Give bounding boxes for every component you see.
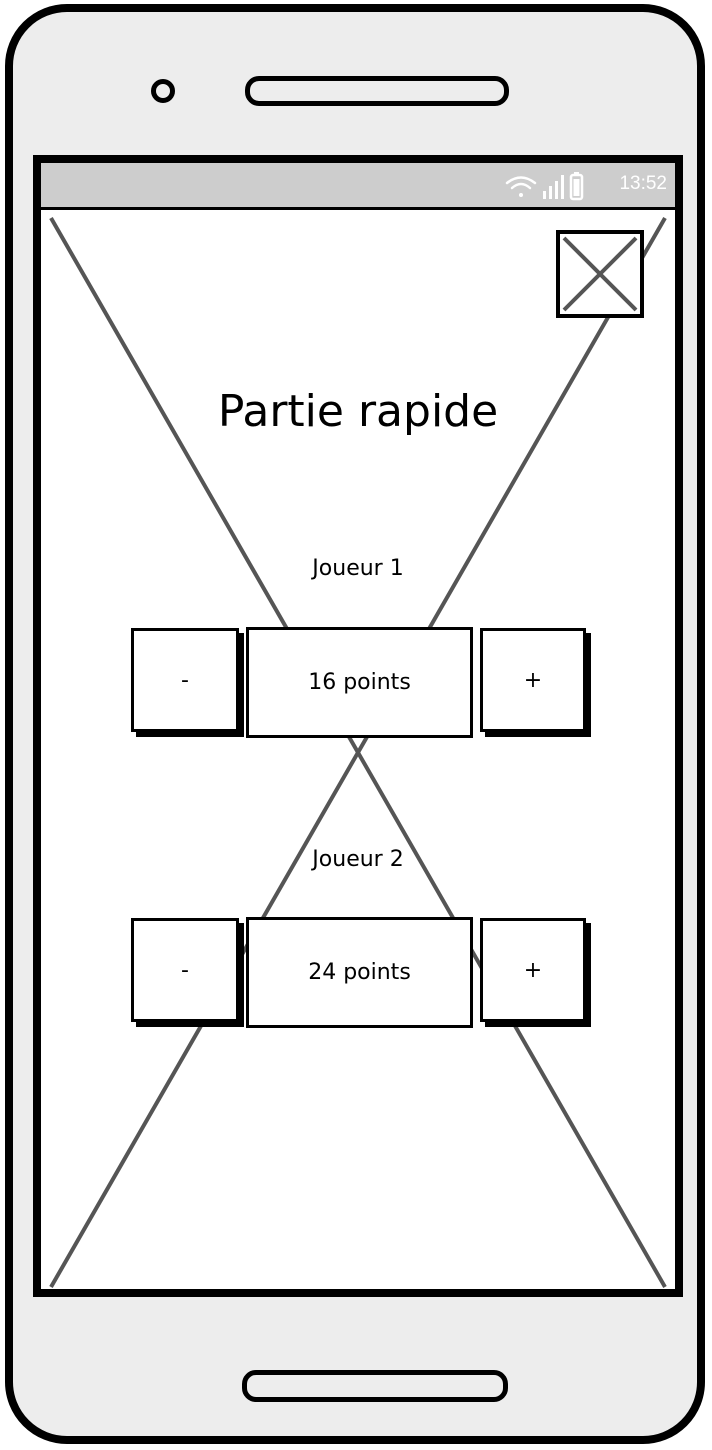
- close-button[interactable]: [556, 230, 644, 318]
- speaker-grille: [245, 76, 509, 106]
- battery-icon: [569, 172, 584, 201]
- player-1-minus-button[interactable]: -: [131, 628, 239, 732]
- home-button[interactable]: [242, 1370, 508, 1402]
- player-2-minus-button[interactable]: -: [131, 918, 239, 1022]
- phone-screen: 13:52 Partie rapide Joueur 1 - 16 points…: [33, 155, 683, 1297]
- player-2-label: Joueur 2: [312, 847, 404, 872]
- close-icon: [562, 236, 638, 312]
- player-2-plus-button[interactable]: +: [480, 918, 586, 1022]
- signal-icon: [543, 175, 564, 199]
- status-time: 13:52: [619, 173, 667, 194]
- player-1-plus-button[interactable]: +: [480, 628, 586, 732]
- wifi-icon: [505, 176, 537, 197]
- screen-content: Partie rapide Joueur 1 - 16 points + Jou…: [41, 210, 675, 1289]
- player-1-score: 16 points: [246, 627, 473, 738]
- page-title: Partie rapide: [217, 386, 499, 437]
- status-icons: [505, 171, 585, 205]
- camera-icon: [151, 79, 175, 103]
- status-bar: 13:52: [41, 163, 675, 210]
- player-1-label: Joueur 1: [312, 556, 404, 581]
- background-image-placeholder: [49, 217, 667, 1288]
- player-2-score: 24 points: [246, 917, 473, 1028]
